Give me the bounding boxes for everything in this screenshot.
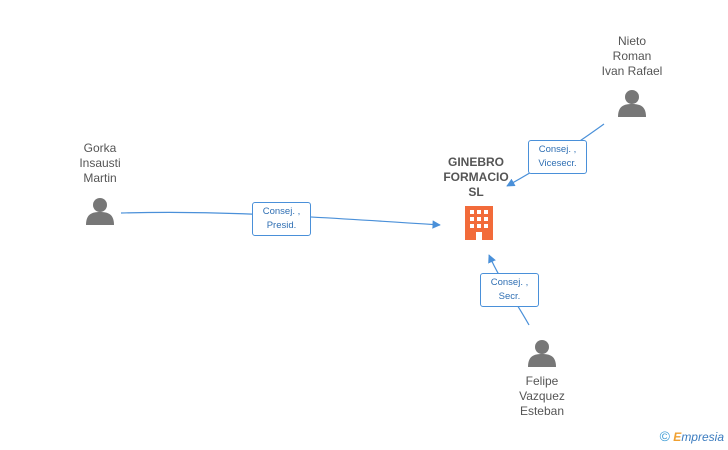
copyright-icon: ©: [659, 428, 670, 444]
edge-label-nieto: Consej. , Vicesecr.: [528, 140, 587, 174]
edge-label-felipe-line2: Secr.: [498, 291, 521, 302]
brand-logo-initial: E: [673, 430, 682, 444]
person-icon-gorka[interactable]: [86, 198, 114, 225]
company-name[interactable]: GINEBRO FORMACIO SL: [443, 155, 509, 199]
edge-label-gorka-line2: Presid.: [266, 220, 297, 231]
edge-label-felipe-line1: Consej. ,: [490, 277, 529, 288]
person-icon-felipe[interactable]: [528, 340, 556, 367]
edge-gorka-to-company: [120, 211, 441, 229]
building-icon[interactable]: [465, 206, 493, 240]
edge-label-gorka: Consej. , Presid.: [252, 202, 311, 236]
brand-watermark: © Empresia: [660, 428, 724, 444]
person-name-nieto[interactable]: Nieto Roman Ivan Rafael: [601, 34, 663, 78]
person-name-gorka[interactable]: Gorka Insausti Martin: [79, 141, 121, 185]
person-name-felipe[interactable]: Felipe Vazquez Esteban: [519, 374, 565, 418]
edge-label-nieto-line2: Vicesecr.: [538, 158, 577, 169]
edge-label-gorka-line1: Consej. ,: [262, 206, 301, 217]
edge-label-felipe: Consej. , Secr.: [480, 273, 539, 307]
brand-logo-text: mpresia: [681, 430, 724, 444]
person-icon-nieto[interactable]: [618, 90, 646, 117]
edge-label-nieto-line1: Consej. ,: [538, 144, 577, 155]
